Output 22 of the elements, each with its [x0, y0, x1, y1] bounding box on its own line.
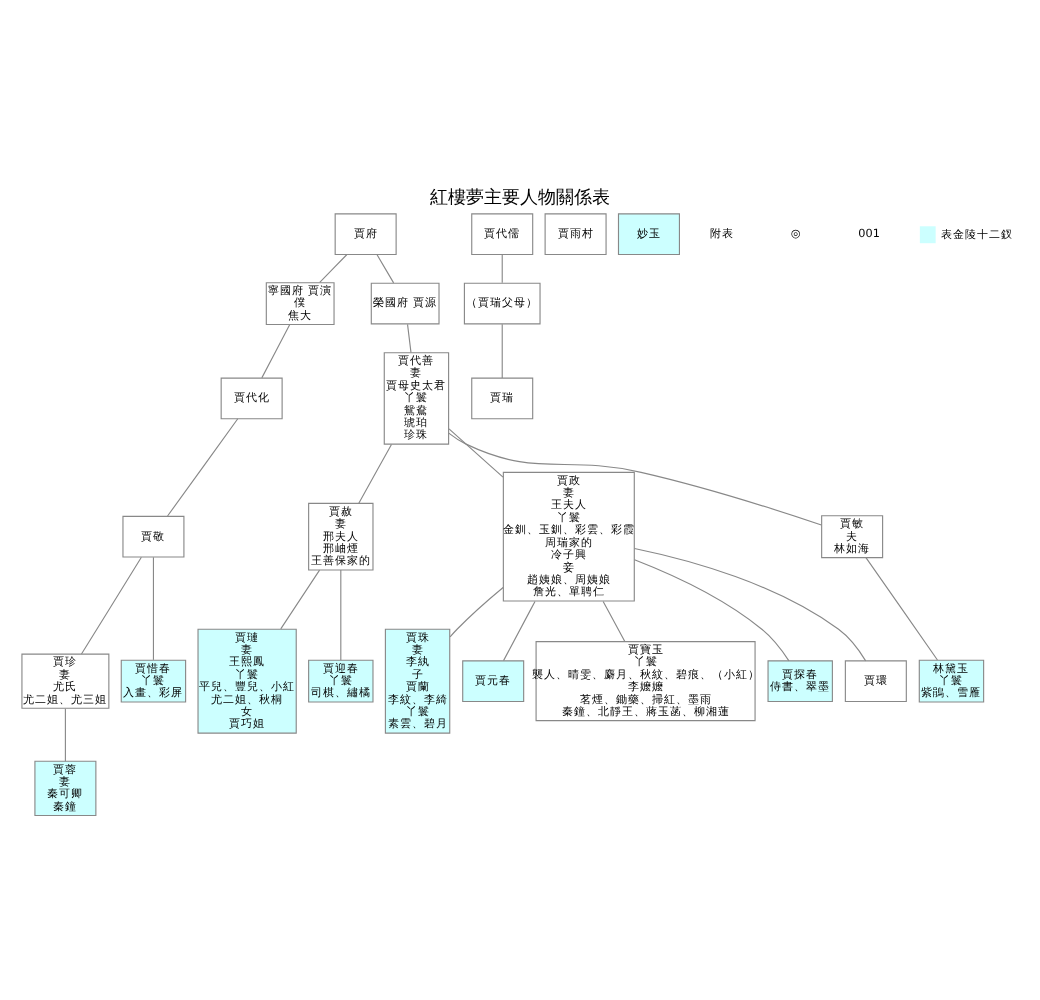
connector — [633, 547, 867, 662]
connector — [261, 324, 291, 379]
connector — [502, 600, 536, 662]
connector — [501, 323, 503, 379]
connector — [633, 559, 790, 662]
connector — [340, 569, 342, 661]
connector — [280, 569, 321, 630]
connector — [152, 556, 154, 661]
connector — [602, 600, 626, 642]
diagram-title: 紅樓夢主要人物關係表 — [430, 189, 610, 210]
connector — [448, 432, 822, 526]
connector — [80, 556, 142, 655]
connector — [167, 418, 239, 517]
connector — [406, 323, 412, 354]
connector — [358, 443, 393, 504]
connector — [64, 708, 66, 762]
connector — [449, 586, 504, 638]
connector — [448, 428, 504, 478]
connector — [376, 254, 395, 284]
connector — [501, 254, 503, 284]
connector — [319, 254, 348, 283]
connector — [865, 557, 938, 661]
